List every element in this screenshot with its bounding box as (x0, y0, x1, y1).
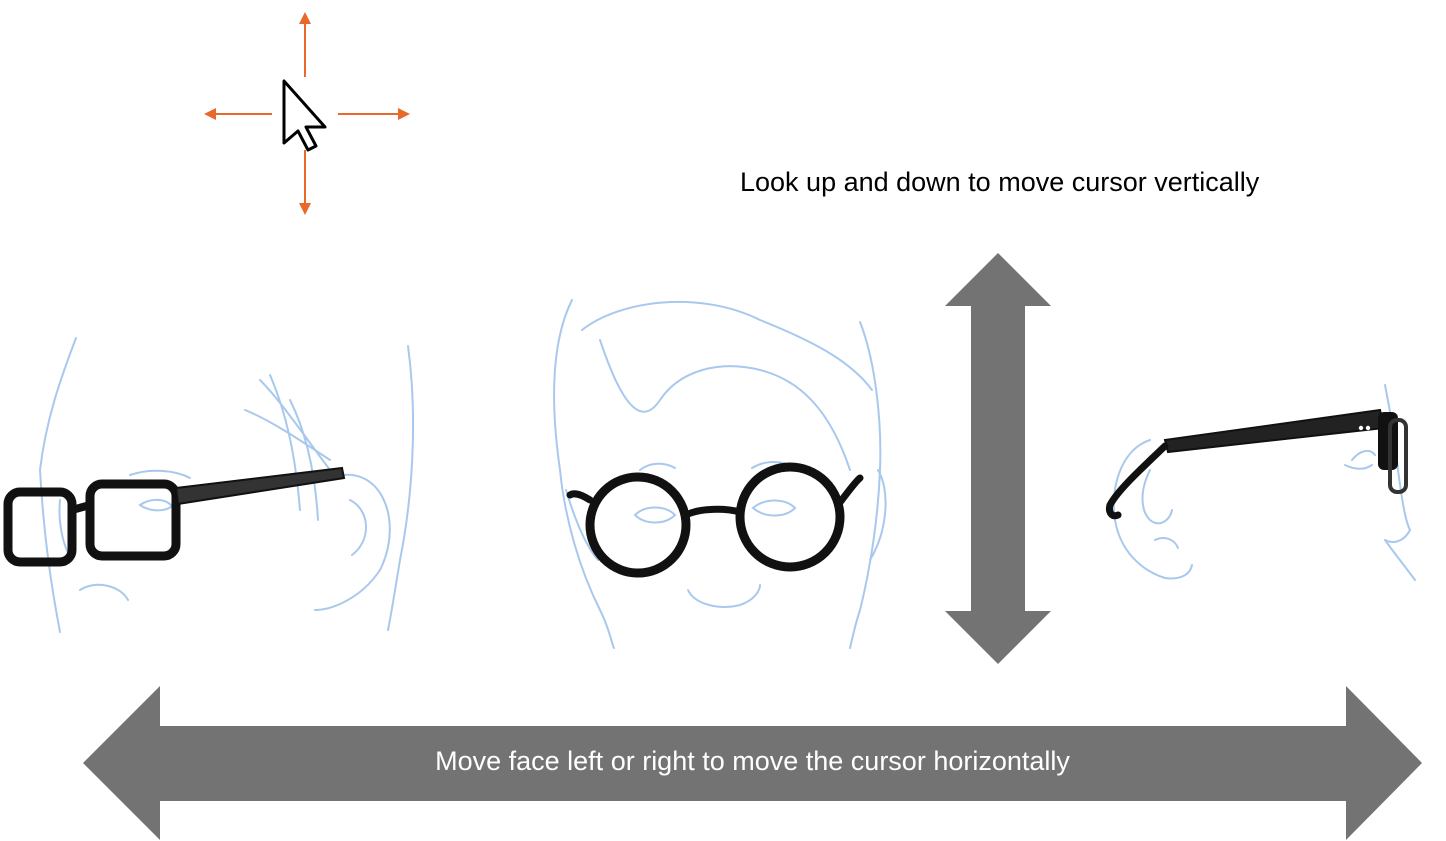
mouse-pointer-icon (282, 79, 327, 152)
face-turned-sketch (39, 337, 415, 633)
round-glasses-icon (566, 462, 864, 578)
horizontal-movement-caption: Move face left or right to move the curs… (435, 746, 1070, 776)
profile-glasses-icon (1106, 408, 1408, 520)
horizontal-double-arrow (83, 686, 1422, 840)
rectangular-glasses-icon (3, 466, 346, 567)
face-front-sketch (553, 299, 887, 649)
vertical-movement-caption: Look up and down to move cursor vertical… (740, 167, 1260, 197)
vertical-double-arrow (945, 253, 1051, 664)
four-direction-arrows-icon (204, 12, 410, 215)
